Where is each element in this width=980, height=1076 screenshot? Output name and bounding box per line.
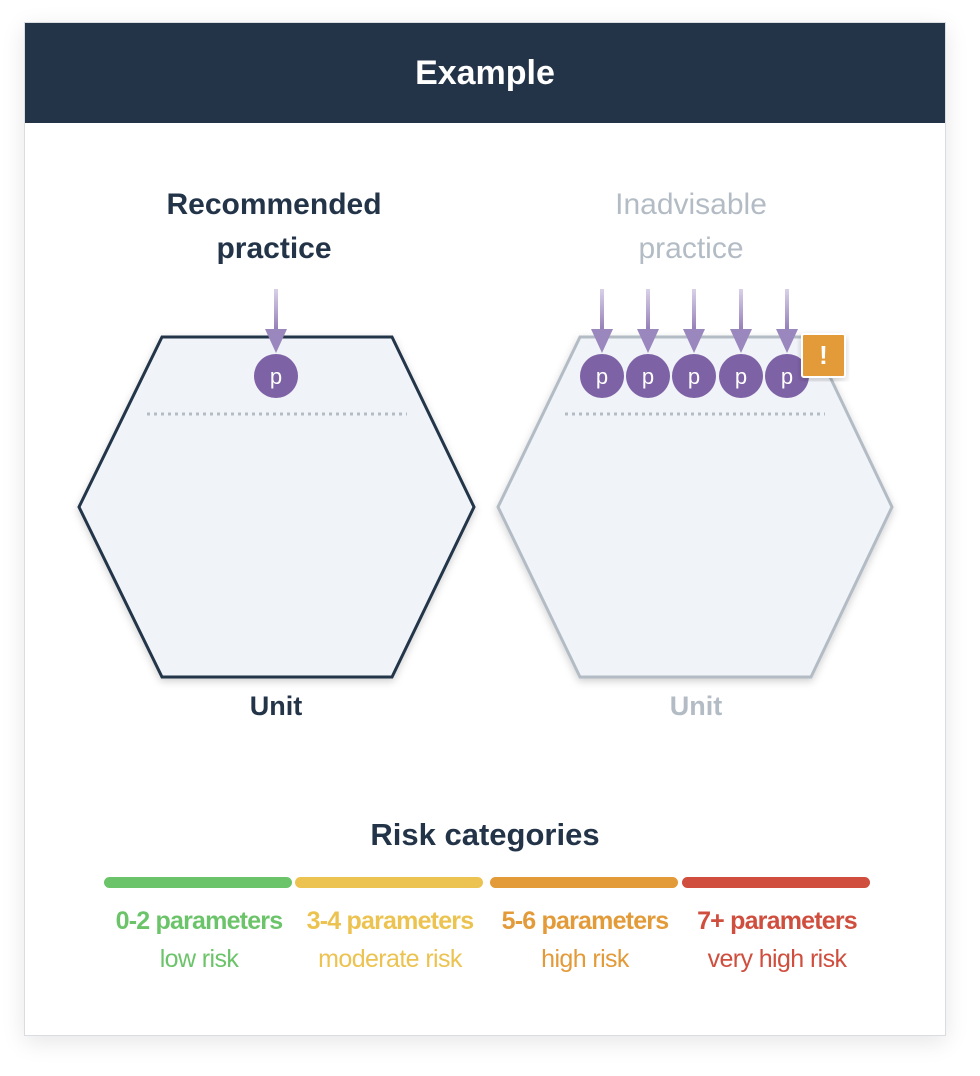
risk-bar-low bbox=[104, 877, 292, 888]
parameter-arrow bbox=[637, 289, 659, 353]
recommended-parameters: p bbox=[254, 289, 298, 398]
parameter-circle: p bbox=[765, 354, 809, 398]
parameter-label: p bbox=[688, 364, 700, 389]
risk-category-very-high: 7+ parameters very high risk bbox=[682, 877, 872, 987]
parameter-arrow bbox=[265, 289, 287, 353]
parameter-arrow bbox=[683, 289, 705, 353]
parameter-circle: p bbox=[719, 354, 763, 398]
risk-bar-very-high bbox=[682, 877, 870, 888]
inadvisable-title-line1: Inadvisable bbox=[615, 188, 767, 221]
inadvisable-title-line2: practice bbox=[638, 232, 744, 265]
parameter-label: p bbox=[596, 364, 608, 389]
warning-badge-symbol: ! bbox=[819, 340, 828, 370]
inadvisable-unit: p p p p p ! bbox=[496, 289, 894, 679]
risk-params-low: 0-2 parameters bbox=[115, 907, 283, 935]
parameter-arrow bbox=[730, 289, 752, 353]
example-card: Example p p p p p p ! bbox=[24, 22, 946, 1036]
header-bar: Example bbox=[25, 23, 945, 123]
parameter-arrow bbox=[776, 289, 798, 353]
header-title: Example bbox=[415, 53, 555, 92]
parameter-circle: p bbox=[580, 354, 624, 398]
inadvisable-practice-title: Inadvisable practice bbox=[551, 183, 831, 271]
parameter-circle: p bbox=[626, 354, 670, 398]
recommended-practice-title: Recommended practice bbox=[134, 183, 414, 271]
risk-level-high: high risk bbox=[541, 945, 629, 973]
inadvisable-unit-label: Unit bbox=[669, 691, 723, 721]
risk-category-high: 5-6 parameters high risk bbox=[490, 877, 680, 987]
risk-bar-moderate bbox=[295, 877, 483, 888]
risk-level-very-high: very high risk bbox=[707, 945, 847, 973]
risk-params-high: 5-6 parameters bbox=[501, 907, 669, 935]
parameter-label: p bbox=[735, 364, 747, 389]
risk-category-low: 0-2 parameters low risk bbox=[104, 877, 294, 987]
recommended-unit-hexagon bbox=[77, 335, 476, 679]
risk-params-very-high: 7+ parameters bbox=[697, 907, 858, 935]
risk-level-low: low risk bbox=[159, 945, 239, 973]
risk-bar-high bbox=[490, 877, 678, 888]
parameter-label: p bbox=[642, 364, 654, 389]
risk-level-moderate: moderate risk bbox=[318, 945, 462, 973]
recommended-title-line1: Recommended bbox=[166, 188, 382, 221]
parameter-label: p bbox=[781, 364, 793, 389]
recommended-unit-label: Unit bbox=[249, 691, 303, 721]
parameter-arrow bbox=[591, 289, 613, 353]
risk-params-moderate: 3-4 parameters bbox=[306, 907, 474, 935]
recommended-title-line2: practice bbox=[216, 232, 332, 265]
risk-categories-title: Risk categories bbox=[370, 817, 600, 852]
parameter-circle: p bbox=[254, 354, 298, 398]
parameter-label: p bbox=[270, 364, 282, 389]
risk-category-moderate: 3-4 parameters moderate risk bbox=[295, 877, 485, 987]
parameter-circle: p bbox=[672, 354, 716, 398]
warning-badge: ! bbox=[801, 333, 846, 378]
recommended-unit: p bbox=[77, 289, 476, 679]
practice-diagram: p p p p p p ! bbox=[77, 289, 894, 679]
